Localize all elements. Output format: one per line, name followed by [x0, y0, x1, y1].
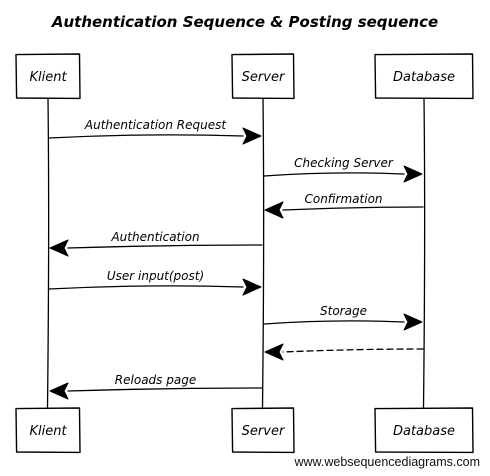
message-4: Authentication	[49, 230, 263, 257]
participant-box-server	[231, 53, 295, 100]
lifeline-klient	[46, 97, 50, 409]
participant-box-database	[374, 407, 474, 454]
watermark-link[interactable]: www.websequencediagrams.com	[293, 455, 480, 469]
participant-box-klient	[15, 53, 81, 100]
arrowhead-6	[403, 313, 423, 331]
message-2: Checking Server	[263, 156, 423, 183]
message-label-3: Confirmation	[304, 192, 382, 206]
message-line-8	[67, 387, 263, 392]
message-label-1: Authentication Request	[84, 118, 227, 132]
message-line-4	[67, 244, 263, 249]
participant-label-server: Server	[242, 70, 286, 85]
message-label-5: User input(post)	[107, 269, 204, 283]
participant-boxes-top: Klient Server Database	[15, 53, 474, 100]
message-line-5	[48, 285, 244, 290]
message-line-6	[263, 320, 405, 325]
message-5: User input(post)	[48, 269, 262, 296]
diagram-title: Authentication Sequence & Posting sequen…	[51, 13, 438, 31]
message-1: Authentication Request	[48, 118, 262, 145]
participant-label-klient: Klient	[29, 70, 67, 85]
lifelines	[46, 97, 426, 409]
message-label-6: Storage	[320, 304, 367, 318]
participant-boxes-bottom: Klient Server Database	[15, 407, 474, 454]
arrowhead-5	[242, 278, 262, 296]
arrowhead-3	[264, 201, 284, 219]
message-label-2: Checking Server	[294, 156, 394, 170]
message-line-2	[263, 172, 405, 177]
participant-klient-bottom: Klient	[15, 407, 81, 454]
participant-server-bottom: Server	[231, 407, 295, 454]
arrowhead-4	[49, 239, 69, 257]
participant-klient-top: Klient	[15, 53, 81, 100]
lifeline-server	[261, 97, 265, 409]
message-7	[264, 343, 424, 361]
participant-label-server: Server	[242, 424, 286, 439]
participant-database-bottom: Database	[374, 407, 474, 454]
arrowhead-2	[403, 165, 423, 183]
message-line-7	[282, 348, 424, 353]
participant-label-database: Database	[393, 70, 455, 85]
lifeline-database	[422, 97, 426, 409]
participant-server-top: Server	[231, 53, 295, 100]
message-8: Reloads page	[49, 373, 263, 400]
message-6: Storage	[263, 304, 423, 331]
participant-box-database	[374, 53, 474, 100]
arrowhead-7	[264, 343, 284, 361]
message-line-3	[282, 206, 424, 211]
message-label-8: Reloads page	[115, 373, 196, 387]
participant-label-klient: Klient	[29, 424, 67, 439]
participant-database-top: Database	[374, 53, 474, 100]
message-label-4: Authentication	[110, 230, 199, 244]
message-3: Confirmation	[264, 192, 424, 219]
message-line-1	[48, 134, 244, 139]
participant-box-server	[231, 407, 295, 454]
participant-box-klient	[15, 407, 81, 454]
participant-label-database: Database	[393, 424, 455, 439]
arrowhead-1	[242, 127, 262, 145]
arrowhead-8	[49, 382, 69, 400]
